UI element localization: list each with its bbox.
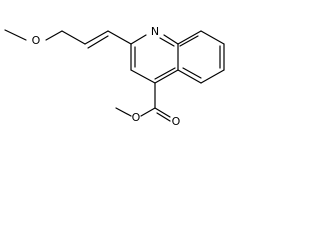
ester-oxygen-label: O — [132, 111, 141, 124]
bond — [154, 67, 176, 80]
chemical-structure: O N O O — [4, 25, 225, 128]
carbonyl-oxygen-label: O — [172, 115, 181, 128]
bond — [156, 112, 171, 122]
bond — [163, 34, 179, 45]
bond — [45, 30, 63, 41]
bond — [177, 69, 202, 84]
bond — [159, 37, 175, 47]
bond — [84, 30, 109, 45]
bond — [140, 107, 156, 117]
bond — [200, 30, 225, 45]
bond — [154, 107, 171, 118]
bond — [61, 30, 86, 45]
bond — [130, 69, 156, 84]
ring-nitrogen-label: N — [151, 25, 159, 38]
bond — [4, 29, 27, 41]
bond — [177, 30, 202, 45]
bond — [179, 35, 199, 47]
bond — [200, 69, 225, 84]
bond — [182, 67, 202, 79]
bond — [130, 34, 147, 45]
bond — [154, 69, 179, 84]
bond — [115, 107, 132, 117]
methoxy-oxygen-label: O — [32, 34, 41, 47]
bond — [87, 35, 109, 49]
bond-skeleton — [4, 29, 225, 122]
bond — [107, 30, 132, 45]
